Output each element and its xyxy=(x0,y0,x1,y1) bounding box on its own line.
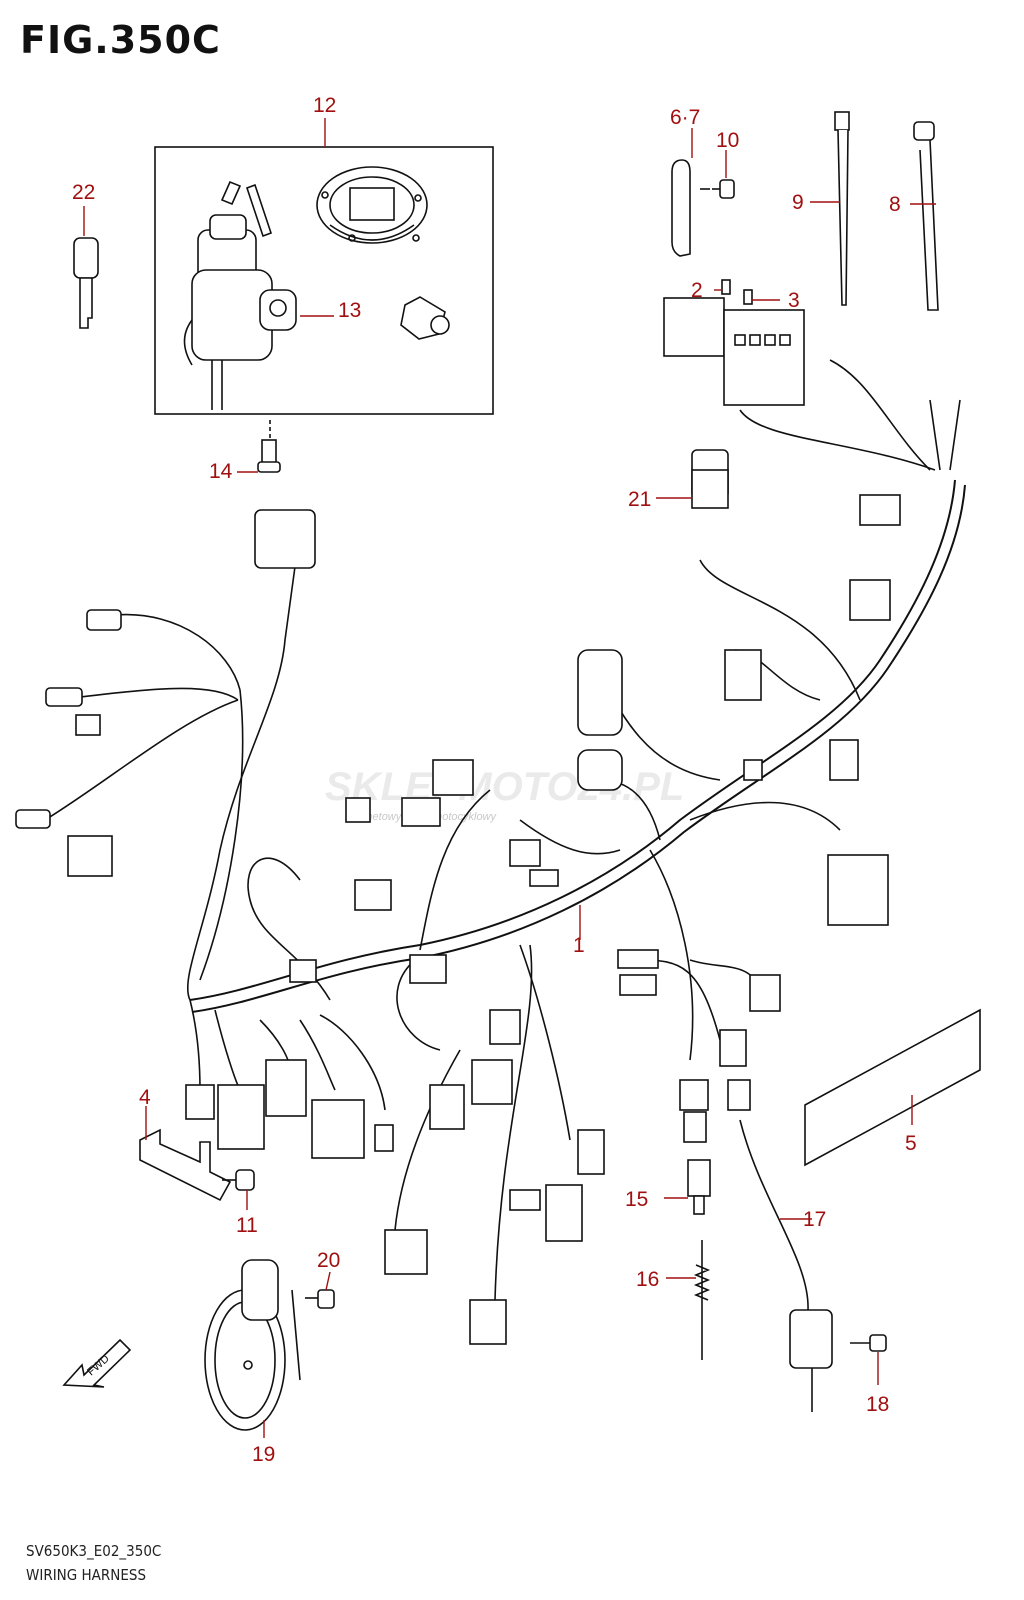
callout-12: 12 xyxy=(313,94,336,117)
callout-8: 8 xyxy=(889,193,901,216)
side-stand-switch-17 xyxy=(739,1119,833,1412)
callout-2: 2 xyxy=(691,279,703,302)
leader-lines xyxy=(83,118,936,1438)
neutral-switch-15 xyxy=(687,1159,711,1215)
fuse-box xyxy=(663,279,805,406)
callout-15: 15 xyxy=(625,1188,648,1211)
callout-11: 11 xyxy=(236,1214,258,1237)
plate-5 xyxy=(804,1008,981,1167)
callout-16: 16 xyxy=(636,1268,659,1291)
callout-4: 4 xyxy=(139,1086,151,1109)
bolt-18 xyxy=(850,1334,887,1352)
bolt-20 xyxy=(305,1289,335,1309)
screw-14 xyxy=(257,439,281,473)
fwd-arrow: FWD xyxy=(62,1338,132,1388)
fuse-2 xyxy=(721,279,731,295)
bracket-4 xyxy=(139,1128,232,1202)
relay-21 xyxy=(691,449,729,509)
callout-1: 1 xyxy=(573,934,585,957)
callout-10: 10 xyxy=(716,129,739,152)
callout-labels: 1 2 3 4 5 6·7 8 9 10 11 12 13 14 15 16 1… xyxy=(72,94,917,1466)
horn-19 xyxy=(204,1259,301,1431)
key-22 xyxy=(73,237,99,329)
figure-title: FIG.350C xyxy=(20,18,221,62)
callout-20: 20 xyxy=(317,1249,340,1272)
callout-3: 3 xyxy=(788,289,800,312)
seat-lock-cylinder xyxy=(400,296,450,340)
callout-22: 22 xyxy=(72,181,95,204)
callout-17: 17 xyxy=(803,1208,826,1231)
callout-13: 13 xyxy=(338,299,361,322)
cable-tie-8 xyxy=(913,121,939,311)
callout-18: 18 xyxy=(866,1393,889,1416)
fuse-3 xyxy=(743,289,753,305)
watermark-text: SKLEPMOTO24.PL xyxy=(325,765,684,809)
clamp-6-7 xyxy=(671,159,691,257)
connectors xyxy=(15,494,901,1345)
bolt-10 xyxy=(700,179,735,199)
callout-9: 9 xyxy=(792,191,804,214)
callout-5: 5 xyxy=(905,1132,917,1155)
ignition-set-box xyxy=(154,146,494,415)
bolt-11 xyxy=(222,1169,255,1191)
figure-name: WIRING HARNESS xyxy=(26,1566,147,1584)
model-code: SV650K3_E02_350C xyxy=(26,1542,162,1560)
callout-21: 21 xyxy=(628,488,651,511)
spring-16 xyxy=(693,1240,711,1360)
callout-19: 19 xyxy=(252,1443,275,1466)
watermark: SKLEPMOTO24.PL internetowy sklep motocyk… xyxy=(325,765,684,823)
callout-14: 14 xyxy=(209,460,233,483)
ignition-switch xyxy=(183,180,297,410)
fuel-cap xyxy=(316,166,428,244)
callout-6-7: 6·7 xyxy=(670,106,700,129)
cable-tie-9 xyxy=(834,111,850,306)
